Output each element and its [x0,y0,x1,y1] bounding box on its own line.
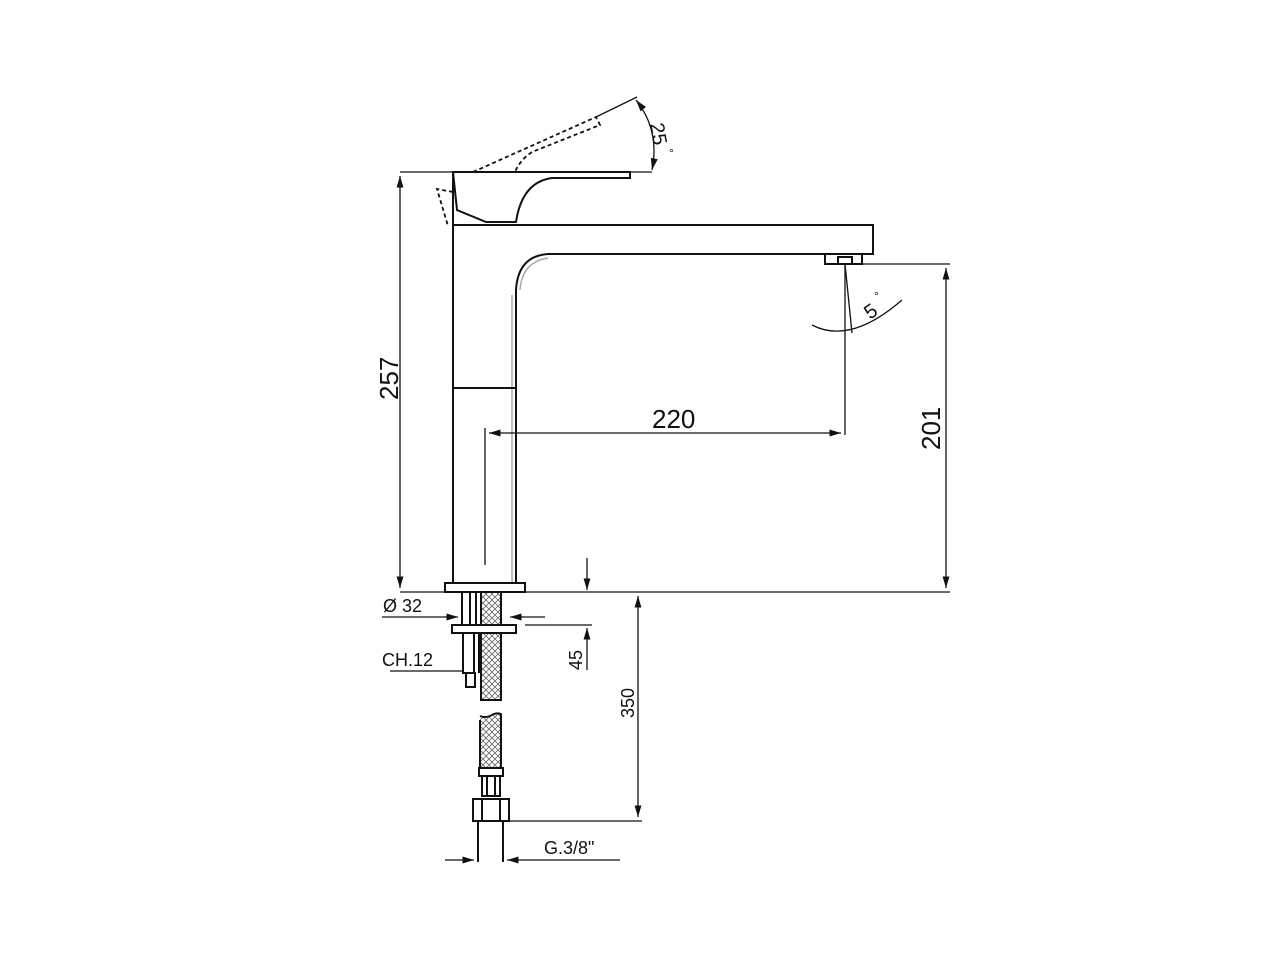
fixing-nut [462,632,475,674]
base-flange [444,582,526,593]
lever-angle-unit: ° [669,146,674,160]
faucet-body [444,171,874,593]
spout-height-label: 201 [916,407,946,450]
deck-thickness-label: 45 [566,650,586,670]
fixing-assembly [451,591,517,862]
spout-reach-label: 220 [652,404,695,434]
lever-tilted-outline [435,115,602,227]
dimension-lines [382,96,950,864]
hose-length-label: 350 [618,688,638,718]
lever-handle [451,171,631,223]
aerator [824,254,863,265]
overall-height-label: 257 [374,357,404,400]
fixing-nut-label: CH.12 [382,650,433,670]
spout-angle-label: 5 [860,300,882,324]
lever-angle-label: 25 [645,121,671,147]
base-diameter-label: Ø 32 [383,596,422,616]
thread-label: G.3/8" [544,838,594,858]
spout [453,224,874,583]
spout-angle-unit: ° [874,289,879,303]
dimension-labels: 257 201 220 Ø 32 45 350 CH.12 G.3/8" 25 … [374,121,946,858]
connection-nut [472,798,510,822]
